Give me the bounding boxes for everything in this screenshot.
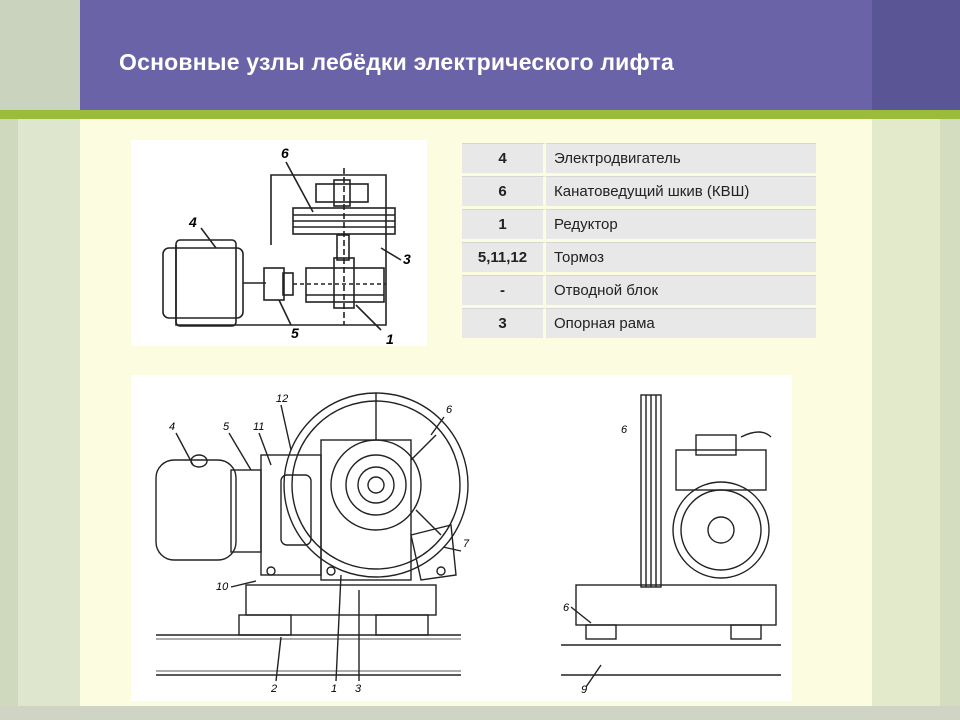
legend-code: 5,11,12 [462,242,546,272]
bottom-bar [0,706,960,720]
drawing-label-10: 10 [216,581,229,593]
schematic-panel: 6 4 3 5 1 [131,140,427,347]
schematic-label-6: 6 [281,145,289,161]
legend-code: - [462,275,546,305]
front-label-9: 9 [581,684,587,696]
front-label-6-top: 6 [621,424,628,436]
left-edge-stripe [0,110,18,720]
schematic-label-4: 4 [188,214,197,230]
technical-drawing-panel: 4 5 11 12 6 7 10 2 1 3 6 6 9 [131,375,792,701]
legend-name: Электродвигатель [546,143,816,173]
drawing-label-6: 6 [446,404,453,416]
drawing-label-12: 12 [276,393,288,405]
legend-name: Опорная рама [546,308,816,338]
winch-technical-drawing: 4 5 11 12 6 7 10 2 1 3 6 6 9 [155,392,781,696]
schematic-label-1: 1 [386,331,394,346]
legend-row: -Отводной блок [462,275,816,305]
drawing-label-5: 5 [223,421,230,433]
legend-name: Редуктор [546,209,816,239]
schematic-label-3: 3 [403,251,411,267]
drawing-label-4: 4 [169,421,175,433]
header-left-block [0,0,80,110]
legend-name: Канатоведущий шкив (КВШ) [546,176,816,206]
schematic-label-5: 5 [291,325,299,341]
legend-code: 1 [462,209,546,239]
drawing-label-3: 3 [355,683,362,695]
legend-name: Тормоз [546,242,816,272]
slide-title: Основные узлы лебёдки электрического лиф… [119,49,674,75]
title-bar [80,0,872,110]
legend-code: 4 [462,143,546,173]
accent-bar [0,110,960,119]
legend-code: 3 [462,308,546,338]
drawing-label-1: 1 [331,683,337,695]
winch-schematic: 6 4 3 5 1 [162,145,411,347]
right-edge-stripe [940,110,960,720]
drawing-label-7: 7 [463,538,470,550]
legend-name: Отводной блок [546,275,816,305]
legend-code: 6 [462,176,546,206]
header-right-block [872,0,960,110]
drawing-label-11: 11 [253,421,264,433]
front-label-6-bottom: 6 [563,602,570,614]
drawing-label-2: 2 [270,683,277,695]
